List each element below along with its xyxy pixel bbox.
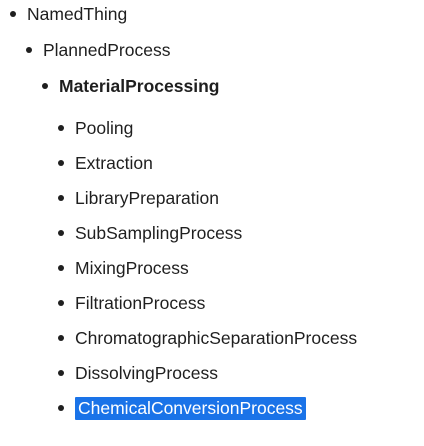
tree-node-label: DissolvingProcess bbox=[75, 363, 218, 383]
tree-node-label: FiltrationProcess bbox=[75, 293, 206, 313]
tree-node-planned-process[interactable]: PlannedProcess bbox=[26, 38, 170, 62]
tree-node-extraction[interactable]: Extraction bbox=[58, 151, 153, 175]
tree-node-label: MaterialProcessing bbox=[59, 76, 220, 96]
bullet-icon bbox=[10, 11, 16, 17]
bullet-icon bbox=[58, 335, 64, 341]
tree-node-pooling[interactable]: Pooling bbox=[58, 116, 133, 140]
tree-node-label: NamedThing bbox=[27, 4, 128, 24]
tree-node-named-thing[interactable]: NamedThing bbox=[10, 2, 127, 26]
tree-node-label: PlannedProcess bbox=[43, 40, 171, 60]
bullet-icon bbox=[58, 160, 64, 166]
bullet-icon bbox=[42, 83, 48, 89]
tree-node-dissolving-process[interactable]: DissolvingProcess bbox=[58, 361, 218, 385]
tree-node-label: SubSamplingProcess bbox=[75, 223, 243, 243]
tree-node-label: LibraryPreparation bbox=[75, 188, 219, 208]
tree-node-sub-sampling-process[interactable]: SubSamplingProcess bbox=[58, 221, 242, 245]
bullet-icon bbox=[58, 195, 64, 201]
tree-node-chemical-conversion-process[interactable]: ChemicalConversionProcess bbox=[58, 396, 306, 420]
bullet-icon bbox=[58, 125, 64, 131]
tree-node-label-selected: ChemicalConversionProcess bbox=[75, 396, 306, 420]
bullet-icon bbox=[58, 300, 64, 306]
tree-node-label: Pooling bbox=[75, 118, 134, 138]
tree-node-filtration-process[interactable]: FiltrationProcess bbox=[58, 291, 205, 315]
tree-node-label: MixingProcess bbox=[75, 258, 189, 278]
bullet-icon bbox=[58, 265, 64, 271]
bullet-icon bbox=[58, 405, 64, 411]
tree-node-library-preparation[interactable]: LibraryPreparation bbox=[58, 186, 219, 210]
tree-node-chromatographic-separation-process[interactable]: ChromatographicSeparationProcess bbox=[58, 326, 357, 350]
bullet-icon bbox=[58, 230, 64, 236]
tree-node-mixing-process[interactable]: MixingProcess bbox=[58, 256, 189, 280]
tree-node-material-processing[interactable]: MaterialProcessing bbox=[42, 74, 219, 98]
bullet-icon bbox=[26, 47, 32, 53]
tree-node-label: ChromatographicSeparationProcess bbox=[75, 328, 358, 348]
bullet-icon bbox=[58, 370, 64, 376]
tree-node-label: Extraction bbox=[75, 153, 153, 173]
